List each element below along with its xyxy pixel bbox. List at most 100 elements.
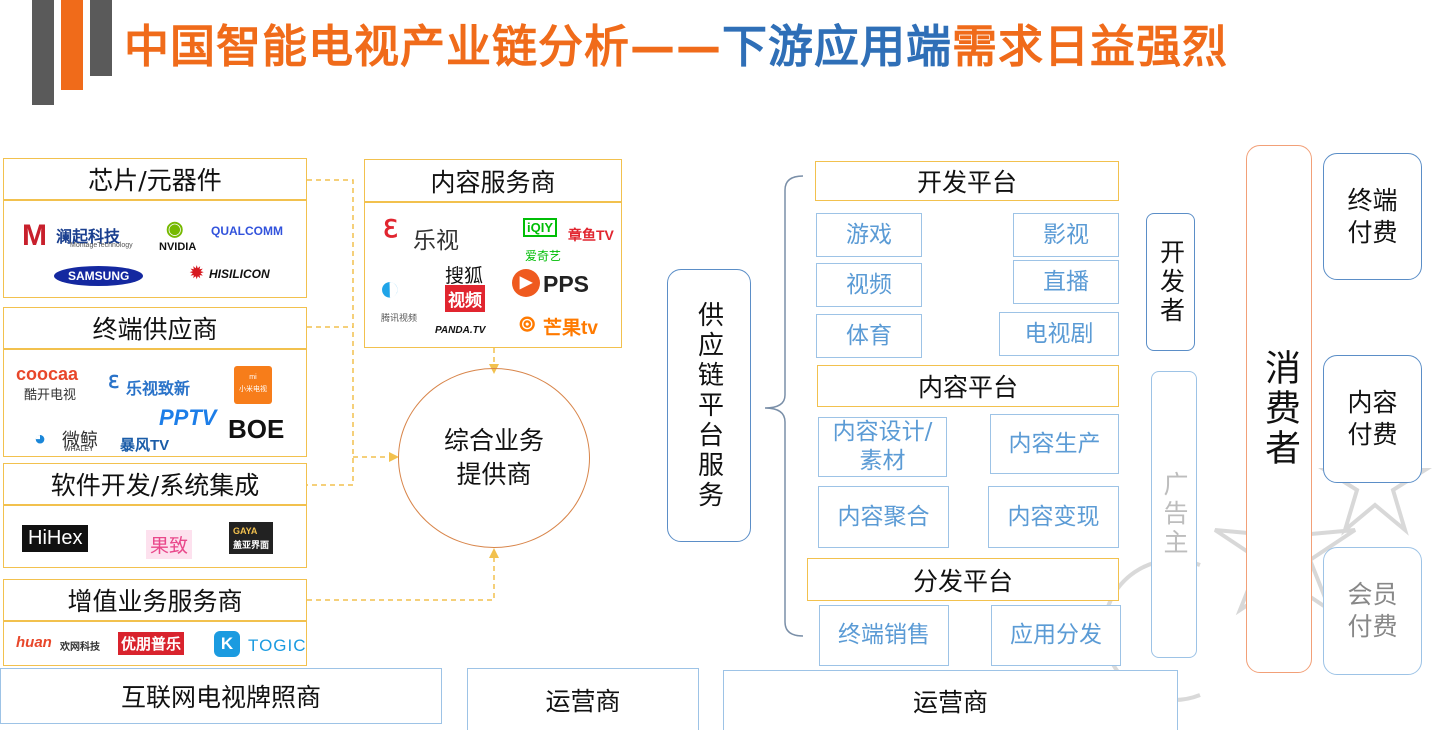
dev-item-tv-drama: 电视剧 (999, 312, 1119, 356)
operator-label-2: 运营商 (912, 687, 988, 717)
boe-logo: BOE (228, 414, 285, 444)
content-item-aggregation: 内容聚合 (818, 486, 949, 548)
title-part-2: 下游应用端 (722, 20, 953, 73)
membership-payment-label: 会员付费 (1347, 580, 1398, 641)
content-item-aggregation-label: 内容聚合 (837, 503, 930, 530)
pps-icon: ▶ (512, 269, 540, 297)
dev-item-tv-drama-label: 电视剧 (1024, 320, 1094, 347)
montage-sub: MontageTechnology (70, 242, 133, 249)
operator-label-1: 运营商 (545, 686, 621, 716)
chips-logo-panel: M 澜起科技 MontageTechnology ◉ NVIDIA QUALCO… (3, 200, 307, 298)
letv-zhixin-icon: ℇ (108, 372, 120, 392)
dev-item-sports: 体育 (816, 314, 922, 358)
content-payment-box: 内容付费 (1323, 355, 1422, 483)
vas-logo-panel: huan 欢网科技 优朋普乐 K TOGIC (3, 621, 307, 666)
consumer-box: 消费者 (1246, 145, 1312, 673)
developer-label: 开发者 (1156, 238, 1186, 326)
dist-item-terminal-sales: 终端销售 (819, 605, 949, 666)
license-holder-box: 互联网电视牌照商 (0, 668, 442, 724)
deco-bar-dark-2 (90, 0, 112, 76)
mitv-text: 小米电视 (239, 386, 267, 393)
title-part-3: 需求日益强烈 (952, 20, 1229, 73)
nvidia-icon: ◉ (166, 218, 184, 240)
tencent-video-logo: 腾讯视频 (381, 313, 418, 323)
supply-chain-label: 供应链平台服务 (693, 300, 724, 511)
pptv-logo: PPTV (159, 405, 217, 430)
dev-item-film: 影视 (1013, 213, 1119, 257)
content-payment-label: 内容付费 (1347, 388, 1398, 449)
letv-logo: 乐视 (413, 227, 459, 253)
content-item-design-label: 内容设计/素材 (832, 419, 933, 474)
mango-logo: 芒果tv (543, 318, 598, 339)
dist-item-terminal-sales-label: 终端销售 (838, 622, 930, 648)
terminals-header: 终端供应商 (3, 307, 307, 349)
huan-logo: huan (16, 634, 52, 651)
software-header: 软件开发/系统集成 (3, 463, 307, 505)
operator-box-1: 运营商 (467, 668, 699, 730)
page-title: 中国智能电视产业链分析——下游应用端需求日益强烈 (124, 10, 1228, 75)
iqiyi-logo: 爱奇艺 (525, 249, 562, 263)
coocaa-logo: coocaa (16, 364, 79, 384)
vas-header: 增值业务服务商 (3, 579, 307, 621)
hisilicon-logo: HISILICON (209, 267, 270, 281)
zhangyu-logo: 章鱼TV (568, 227, 614, 243)
title-part-1: 中国智能电视产业链分析—— (124, 20, 723, 73)
pps-logo: PPS (543, 271, 590, 297)
guozhi-logo: 果致 (146, 530, 193, 559)
content-logo-panel: ℇ 乐视 iQIY 爱奇艺 章鱼TV ◐ 腾讯视频 搜狐 视频 ▶ PPS PA… (364, 202, 622, 348)
panda-logo: PANDA.TV (435, 325, 486, 336)
gaya-name: GAYA (233, 526, 258, 536)
content-item-monetization-label: 内容变现 (1007, 503, 1100, 530)
sohu-video-logo: 视频 (445, 285, 485, 312)
dev-item-games-label: 游戏 (846, 221, 892, 248)
coocaa-cn: 酷开电视 (24, 387, 77, 402)
operator-box-2: 运营商 (723, 670, 1178, 730)
togic-icon: K (214, 631, 240, 657)
vas-label: 增值业务服务商 (67, 587, 243, 616)
dev-item-live: 直播 (1013, 260, 1119, 304)
montage-name: 澜起科技 (56, 229, 121, 246)
chips-label: 芯片/元器件 (88, 166, 222, 195)
dev-item-games: 游戏 (816, 213, 922, 257)
content-service-label: 内容服务商 (430, 167, 556, 197)
iqiyi-icon: iQIY (523, 218, 558, 237)
dist-platform-header: 分发平台 (807, 558, 1119, 601)
content-item-monetization: 内容变现 (988, 486, 1119, 548)
whaley-logo: 微鲸 (62, 430, 98, 450)
letv-icon: ℇ (383, 216, 398, 243)
baofeng-logo: 暴风TV (120, 437, 170, 454)
nvidia-logo: NVIDIA (159, 241, 197, 253)
chips-header: 芯片/元器件 (3, 158, 307, 200)
content-item-production: 内容生产 (990, 414, 1119, 474)
dist-platform-label: 分发平台 (912, 566, 1013, 596)
dev-platform-label: 开发平台 (916, 168, 1017, 197)
whaley-sub: WHALEY (64, 446, 94, 453)
montage-logo: M (22, 219, 47, 252)
tencent-video-icon: ◐ (379, 267, 401, 308)
deco-bar-dark-1 (32, 0, 54, 105)
dist-item-app-distribution: 应用分发 (991, 605, 1121, 666)
content-item-design: 内容设计/素材 (818, 417, 947, 477)
software-label: 软件开发/系统集成 (50, 471, 260, 500)
deco-bar-orange (61, 0, 83, 90)
whaley-icon: ◕ (34, 428, 47, 450)
dev-item-film-label: 影视 (1043, 221, 1089, 248)
integrated-provider-line1: 综合业务 (443, 426, 544, 455)
content-platform-label: 内容平台 (917, 373, 1018, 402)
mango-icon: ⊚ (518, 311, 537, 336)
advertiser-label: 广告主 (1160, 471, 1189, 558)
sohu-logo: 搜狐 (445, 266, 484, 287)
terminals-label: 终端供应商 (92, 315, 218, 344)
terminal-payment-label: 终端付费 (1347, 185, 1398, 247)
consumer-label: 消费者 (1259, 349, 1300, 469)
dev-item-sports-label: 体育 (846, 322, 892, 349)
dev-item-video-label: 视频 (846, 271, 892, 298)
dev-platform-header: 开发平台 (815, 161, 1119, 201)
gaya-cn: 盖亚界面 (233, 540, 270, 550)
qualcomm-logo: QUALCOMM (211, 224, 283, 238)
gaya-logo: GAYA 盖亚界面 (229, 522, 274, 554)
supply-chain-platform: 供应链平台服务 (667, 269, 751, 542)
